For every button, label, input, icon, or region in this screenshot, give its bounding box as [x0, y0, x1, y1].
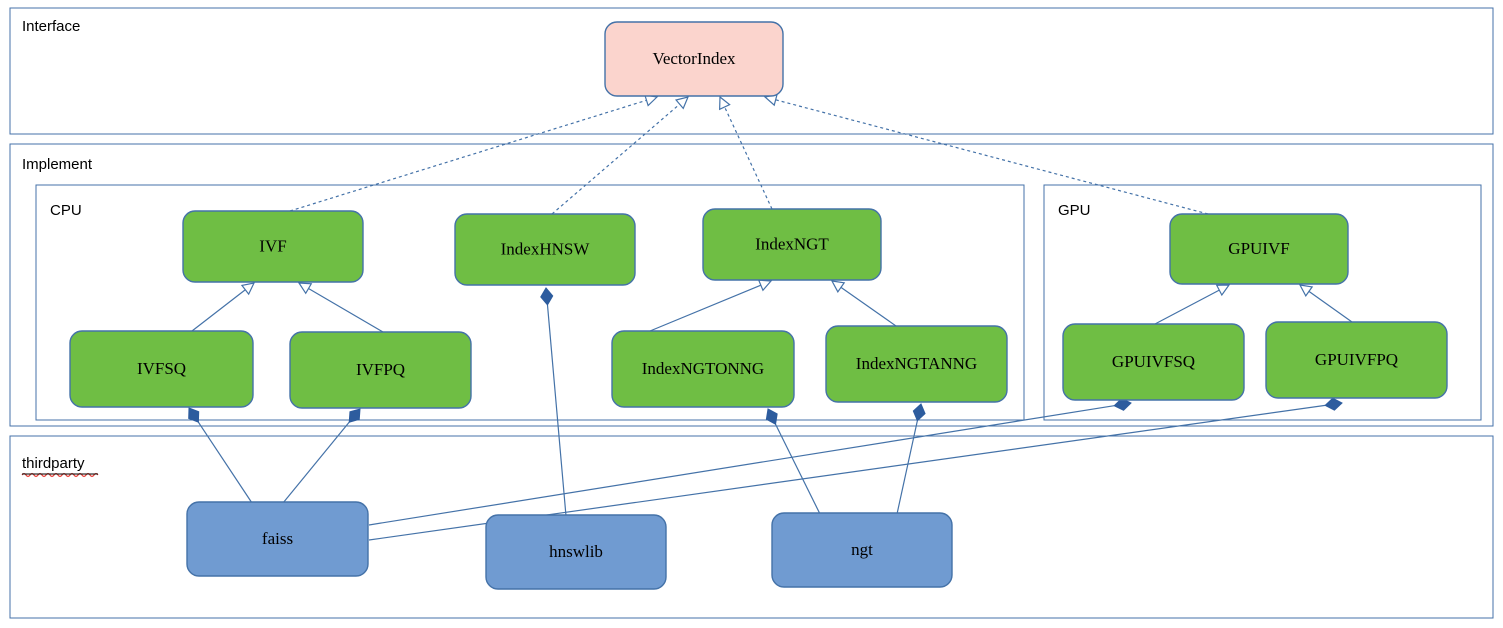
node-label-indexngtonng: IndexNGTONNG — [642, 359, 764, 378]
edge-line-ivfsq-extends-ivf — [191, 289, 246, 332]
edge-ngt-composes-indexngtonng — [765, 408, 821, 515]
edge-ngt-composes-indexngtanng — [896, 403, 926, 515]
edge-hnswlib-composes-indexhnsw — [540, 287, 567, 517]
node-label-indexhnsw: IndexHNSW — [501, 239, 591, 258]
node-label-ivf: IVF — [259, 236, 286, 255]
edge-line-faiss-composes-gpuivfsq — [368, 405, 1115, 526]
diamond-faiss-composes-ivfsq — [188, 407, 200, 423]
edge-indexhnsw-realizes-vectorindex — [551, 96, 690, 215]
arrowhead-triangle-gpuivfpq-extends-gpuivf — [1298, 284, 1314, 297]
diamond-hnswlib-composes-indexhnsw — [540, 287, 554, 306]
edge-line-hnswlib-composes-indexhnsw — [546, 304, 567, 517]
node-faiss[interactable]: faiss — [186, 501, 369, 577]
group-label-cpu: CPU — [50, 202, 82, 219]
node-indexhnsw[interactable]: IndexHNSW — [454, 213, 636, 286]
edge-line-gpuivfpq-extends-gpuivf — [1308, 290, 1353, 323]
node-hnswlib[interactable]: hnswlib — [485, 514, 667, 590]
node-box-indexhnsw[interactable] — [454, 213, 636, 286]
arrowhead-triangle-indexngt-realizes-vectorindex — [719, 95, 731, 111]
diamond-ngt-composes-indexngtonng — [765, 408, 778, 426]
edge-line-faiss-composes-ivfsq — [197, 421, 253, 504]
node-box-faiss[interactable] — [186, 501, 369, 577]
node-box-ivfpq[interactable] — [289, 331, 472, 409]
edge-line-ngt-composes-indexngtonng — [775, 423, 821, 515]
arrowhead-triangle-indexngtanng-extends-indexngt — [830, 280, 846, 293]
diamond-ngt-composes-indexngtanng — [912, 403, 926, 422]
node-ivfpq[interactable]: IVFPQ — [289, 331, 472, 409]
node-label-vectorindex: VectorIndex — [652, 49, 736, 68]
node-gpuivfpq[interactable]: GPUIVFPQ — [1265, 321, 1448, 399]
node-box-indexngt[interactable] — [702, 208, 882, 281]
node-label-gpuivf: GPUIVF — [1228, 239, 1289, 258]
node-box-ivfsq[interactable] — [69, 330, 254, 408]
node-gpuivf[interactable]: GPUIVF — [1169, 213, 1349, 285]
edge-line-indexngt-realizes-vectorindex — [724, 106, 773, 210]
edge-indexngtanng-extends-indexngt — [830, 280, 897, 327]
edge-gpuivfsq-extends-gpuivf — [1154, 284, 1231, 325]
edge-line-ivfpq-extends-ivf — [308, 288, 384, 333]
node-gpuivfsq[interactable]: GPUIVFSQ — [1062, 323, 1245, 401]
diamond-faiss-composes-ivfpq — [348, 408, 361, 423]
node-ngt[interactable]: ngt — [771, 512, 953, 588]
arrowhead-triangle-gpuivfsq-extends-gpuivf — [1215, 284, 1231, 297]
node-vectorindex[interactable]: VectorIndex — [604, 21, 784, 97]
node-label-indexngt: IndexNGT — [755, 234, 829, 253]
edge-line-indexngtanng-extends-indexngt — [840, 286, 897, 327]
node-indexngtonng[interactable]: IndexNGTONNG — [611, 330, 795, 408]
edge-line-gpuivf-realizes-vectorindex — [775, 99, 1209, 215]
diamond-faiss-composes-gpuivfpq — [1324, 397, 1343, 411]
group-label-gpu: GPU — [1058, 202, 1091, 219]
edge-line-ngt-composes-indexngtanng — [896, 420, 918, 515]
node-box-gpuivf[interactable] — [1169, 213, 1349, 285]
node-ivf[interactable]: IVF — [182, 210, 364, 283]
arrowhead-triangle-indexhnsw-realizes-vectorindex — [674, 96, 690, 110]
node-label-gpuivfpq: GPUIVFPQ — [1315, 350, 1398, 369]
node-indexngt[interactable]: IndexNGT — [702, 208, 882, 281]
arrowhead-triangle-ivfsq-extends-ivf — [240, 282, 256, 296]
node-label-hnswlib: hnswlib — [549, 542, 603, 561]
node-label-ivfpq: IVFPQ — [356, 360, 405, 379]
edge-gpuivfpq-extends-gpuivf — [1298, 284, 1353, 323]
node-ivfsq[interactable]: IVFSQ — [69, 330, 254, 408]
node-box-indexngtanng[interactable] — [825, 325, 1008, 403]
edge-ivfsq-extends-ivf — [191, 282, 256, 332]
node-label-gpuivfsq: GPUIVFSQ — [1112, 352, 1195, 371]
node-label-faiss: faiss — [262, 529, 293, 548]
spellcheck-underline-thirdparty — [21, 472, 99, 478]
node-box-hnswlib[interactable] — [485, 514, 667, 590]
node-box-ivf[interactable] — [182, 210, 364, 283]
node-label-indexngtanng: IndexNGTANNG — [856, 354, 977, 373]
node-indexngtanng[interactable]: IndexNGTANNG — [825, 325, 1008, 403]
edge-line-ivf-realizes-vectorindex — [289, 99, 647, 212]
node-box-ngt[interactable] — [771, 512, 953, 588]
node-box-gpuivfsq[interactable] — [1062, 323, 1245, 401]
edge-indexngt-realizes-vectorindex — [719, 95, 773, 210]
arrowhead-triangle-ivfpq-extends-ivf — [297, 282, 313, 295]
group-label-thirdparty: thirdparty — [22, 455, 85, 472]
edge-faiss-composes-ivfpq — [282, 408, 361, 504]
edge-line-gpuivfsq-extends-gpuivf — [1154, 289, 1220, 325]
group-label-implement: Implement — [22, 156, 93, 173]
node-box-vectorindex[interactable] — [604, 21, 784, 97]
node-label-ivfsq: IVFSQ — [137, 359, 186, 378]
node-box-indexngtonng[interactable] — [611, 330, 795, 408]
node-box-gpuivfpq[interactable] — [1265, 321, 1448, 399]
edge-ivfpq-extends-ivf — [297, 282, 384, 333]
node-label-ngt: ngt — [851, 540, 873, 559]
edge-line-indexngtonng-extends-indexngt — [649, 284, 762, 332]
edge-faiss-composes-ivfsq — [188, 407, 253, 504]
edge-line-indexhnsw-realizes-vectorindex — [551, 103, 681, 215]
group-label-interface: Interface — [22, 18, 80, 35]
edge-line-faiss-composes-ivfpq — [282, 421, 350, 504]
